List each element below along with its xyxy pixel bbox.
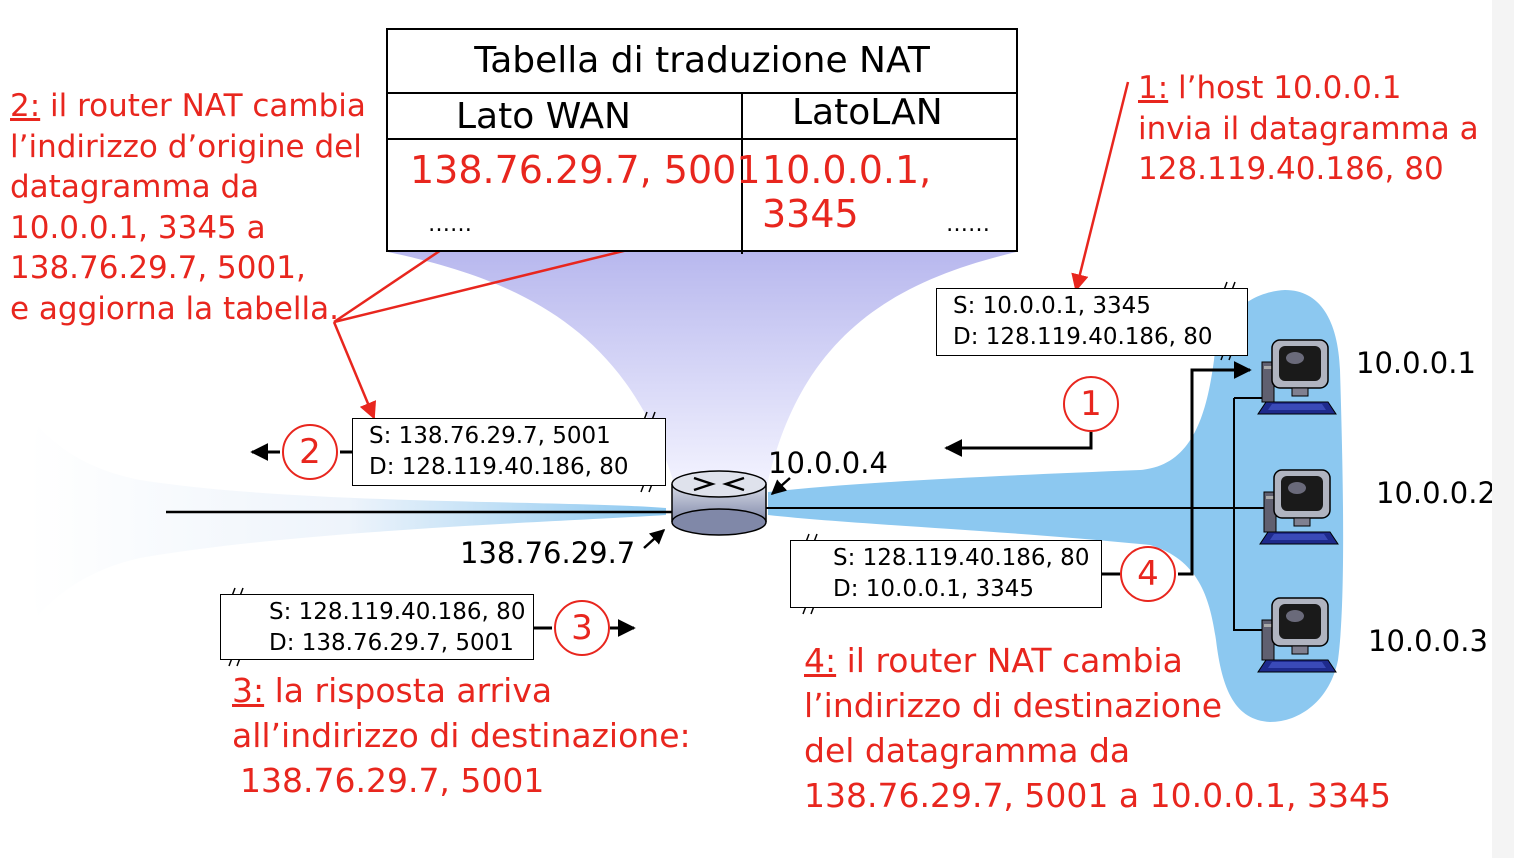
note-step4: 4: il router NAT cambia l’indirizzo di d… bbox=[804, 638, 1391, 818]
step1-circle: 1 bbox=[1063, 376, 1119, 432]
lan-cloud bbox=[768, 290, 1344, 722]
lan-bus bbox=[1233, 398, 1262, 631]
packet3-source: S: 128.119.40.186, 80 bbox=[269, 599, 526, 625]
note1-line1: l’host 10.0.0.1 bbox=[1168, 70, 1402, 106]
note-step1: 1: l’host 10.0.0.1 invia il datagramma a… bbox=[1138, 68, 1479, 190]
packet2-source: S: 138.76.29.7, 5001 bbox=[369, 423, 611, 449]
step4-circle: 4 bbox=[1120, 546, 1176, 602]
note2-pointer-packet bbox=[332, 321, 377, 420]
host1-address: 10.0.0.1 bbox=[1356, 346, 1476, 380]
note-step2: 2: il router NAT cambia l’indirizzo d’or… bbox=[10, 86, 366, 329]
packet-step2: S: 138.76.29.7, 5001 D: 128.119.40.186, … bbox=[352, 418, 666, 486]
note2-line6: e aggiorna la tabella. bbox=[10, 290, 339, 327]
table-title: Tabella di traduzione NAT bbox=[474, 40, 930, 81]
wan-entry: 138.76.29.7, 5001 bbox=[410, 148, 761, 192]
packet1-source: S: 10.0.0.1, 3345 bbox=[953, 293, 1151, 319]
lan-column-header: LatoLAN bbox=[792, 92, 943, 133]
wan-column-header: Lato WAN bbox=[456, 96, 631, 137]
note2-line5: 138.76.29.7, 5001, bbox=[10, 250, 306, 286]
note4-number: 4: bbox=[804, 641, 837, 680]
packet3-destination: D: 138.76.29.7, 5001 bbox=[269, 630, 514, 656]
table-header-divider bbox=[388, 138, 1016, 140]
note4-line4: 138.76.29.7, 5001 a 10.0.0.1, 3345 bbox=[804, 776, 1392, 815]
wan-more-entries: …… bbox=[428, 212, 472, 237]
step4-arrow bbox=[1178, 361, 1252, 576]
packet-step4: S: 128.119.40.186, 80 D: 10.0.0.1, 3345 bbox=[790, 540, 1102, 608]
step3-circle: 3 bbox=[554, 600, 610, 656]
packet-step1: S: 10.0.0.1, 3345 D: 128.119.40.186, 80 bbox=[936, 288, 1248, 356]
note3-number: 3: bbox=[232, 671, 265, 710]
note3-line2: all’indirizzo di destinazione: bbox=[232, 716, 691, 755]
note4-line1: il router NAT cambia bbox=[836, 641, 1183, 680]
note1-pointer bbox=[1071, 81, 1130, 292]
note2-line4: 10.0.0.1, 3345 a bbox=[10, 209, 266, 246]
packet4-destination: D: 10.0.0.1, 3345 bbox=[833, 576, 1035, 602]
nat-translation-table: Tabella di traduzione NAT Lato WAN LatoL… bbox=[386, 28, 1018, 254]
lan-entry: 10.0.0.1, 3345 bbox=[762, 148, 932, 236]
host2-address: 10.0.0.2 bbox=[1376, 476, 1496, 510]
wan-funnel bbox=[28, 426, 666, 616]
note2-line1: il router NAT cambia bbox=[40, 88, 366, 124]
lan-more-entries: …… bbox=[946, 212, 990, 237]
step1-arrow bbox=[944, 432, 1093, 457]
router-icon bbox=[671, 470, 767, 536]
page-edge-strip bbox=[1492, 0, 1514, 858]
router-lan-pointer bbox=[770, 477, 791, 495]
note2-line3: datagramma da bbox=[10, 169, 260, 205]
note2-number: 2: bbox=[10, 88, 41, 124]
router-lan-address: 10.0.0.4 bbox=[768, 446, 888, 480]
step2-circle: 2 bbox=[282, 424, 338, 480]
note1-line2: invia il datagramma a bbox=[1138, 110, 1479, 147]
router-wan-pointer bbox=[643, 528, 666, 549]
table-title-divider bbox=[388, 92, 1016, 94]
note2-line2: l’indirizzo d’origine del bbox=[10, 128, 362, 165]
note4-line3: del datagramma da bbox=[804, 731, 1131, 770]
host3-address: 10.0.0.3 bbox=[1368, 624, 1488, 658]
note3-line3: 138.76.29.7, 5001 bbox=[240, 761, 545, 800]
router-wan-address: 138.76.29.7 bbox=[460, 536, 636, 570]
table-zoom-funnel bbox=[388, 252, 1016, 490]
note3-line1: la risposta arriva bbox=[264, 671, 553, 710]
note1-line3: 128.119.40.186, 80 bbox=[1138, 151, 1444, 187]
table-column-divider bbox=[741, 94, 743, 254]
packet-step3: S: 128.119.40.186, 80 D: 138.76.29.7, 50… bbox=[220, 594, 534, 660]
packet2-destination: D: 128.119.40.186, 80 bbox=[369, 454, 629, 480]
note4-line2: l’indirizzo di destinazione bbox=[804, 686, 1223, 725]
packet4-source: S: 128.119.40.186, 80 bbox=[833, 545, 1090, 571]
note-step3: 3: la risposta arriva all’indirizzo di d… bbox=[232, 668, 691, 803]
packet1-destination: D: 128.119.40.186, 80 bbox=[953, 324, 1213, 350]
note1-number: 1: bbox=[1138, 70, 1169, 106]
